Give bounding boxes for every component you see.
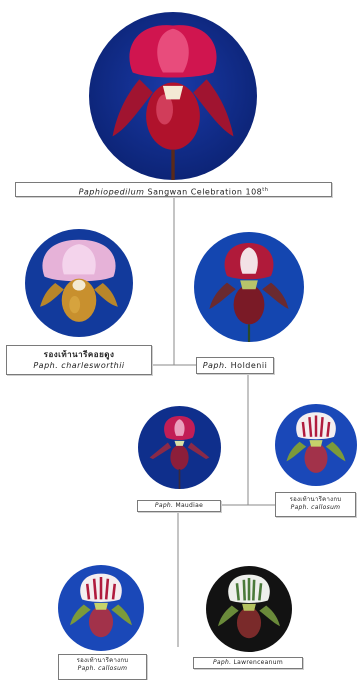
- charlesworthii-orchid-photo: [25, 229, 133, 337]
- lawrenceanum-name: Lawrenceanum: [234, 659, 283, 666]
- maudiae-name: Maudiae: [175, 502, 203, 509]
- callosum-label-left: รองเท้านารีคางกบ Paph. callosum: [58, 654, 147, 680]
- root-orchid-photo: [89, 12, 257, 180]
- callosum-orchid-photo-left: [58, 565, 144, 651]
- callosum-latin-name-left: Paph. callosum: [59, 665, 146, 673]
- root-name: Sangwan Celebration 108: [148, 188, 263, 197]
- charlesworthii-latin-name: Paph. charlesworthii: [7, 360, 151, 371]
- callosum-orchid-photo-right: [275, 404, 357, 486]
- callosum-thai-name-right: รองเท้านารีคางกบ: [276, 496, 355, 504]
- root-genus: Paphiopedilum: [79, 188, 145, 197]
- holdenii-orchid-photo: [194, 232, 304, 342]
- callosum-thai-name-left: รองเท้านารีคางกบ: [59, 657, 146, 665]
- root-superscript: th: [262, 187, 268, 193]
- lawrenceanum-label: Paph. Lawrenceanum: [193, 657, 303, 669]
- charlesworthii-label: รองเท้านารีคอยดูง Paph. charlesworthii: [6, 345, 152, 375]
- holdenii-name: Holdenii: [231, 361, 268, 370]
- holdenii-genus: Paph.: [203, 361, 228, 370]
- callosum-latin-name-right: Paph. callosum: [276, 504, 355, 512]
- callosum-label-right: รองเท้านารีคางกบ Paph. callosum: [275, 492, 356, 517]
- root-cross-label: Paphiopedilum Sangwan Celebration 108th: [15, 182, 332, 197]
- charlesworthii-thai-name: รองเท้านารีคอยดูง: [7, 349, 151, 360]
- maudiae-label: Paph. Maudiae: [137, 500, 221, 512]
- maudiae-genus: Paph.: [155, 502, 173, 509]
- maudiae-orchid-photo: [138, 406, 221, 489]
- holdenii-label: Paph. Holdenii: [196, 357, 274, 374]
- lawrenceanum-genus: Paph.: [213, 659, 231, 666]
- lawrenceanum-orchid-photo: [206, 566, 292, 652]
